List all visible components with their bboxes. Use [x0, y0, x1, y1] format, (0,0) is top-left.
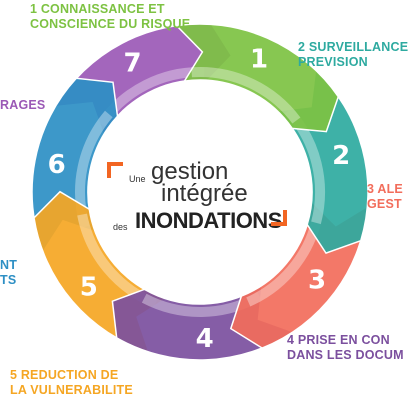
step-6-label-line-1: NT [0, 258, 18, 272]
step-6-label: NT TS [0, 258, 17, 288]
step-5-label: 5 REDUCTION DE LA VULNERABILITE [10, 368, 133, 398]
step-5-label-line-1: 5 REDUCTION DE [10, 368, 119, 382]
ring-number-2: 2 [332, 141, 350, 171]
ring-segment-1 [175, 23, 340, 133]
step-4-label: 4 PRISE EN CON DANS LES DOCUM [287, 333, 404, 363]
ring-segments [31, 23, 369, 361]
title-gestion: gestion [151, 158, 229, 185]
title-integree: intégrée [161, 180, 248, 207]
step-5-label-line-2: LA VULNERABILITE [10, 383, 133, 397]
center-title: Une gestion intégrée des INONDATIONS [95, 150, 305, 240]
title-des: des [113, 222, 128, 232]
bracket-top-left [107, 162, 123, 178]
ring-number-6: 6 [48, 150, 66, 180]
bracket-bottom-right [271, 210, 287, 226]
ring-numbers: 1 2 3 4 5 6 7 [48, 45, 351, 354]
step-1-label-line-1: 1 CONNAISSANCE ET [30, 2, 165, 16]
title-inondations: INONDATIONS [135, 208, 282, 233]
step-1-label-line-2: CONSCIENCE DU RISQUE [30, 17, 191, 31]
step-2-label-line-1: 2 SURVEILLANCE [298, 40, 408, 54]
step-1-label: 1 CONNAISSANCE ET CONSCIENCE DU RISQUE [30, 2, 190, 32]
ring-number-5: 5 [80, 273, 98, 303]
step-6-label-line-2: TS [0, 273, 17, 287]
step-3-label-line-1: 3 ALE [367, 182, 403, 196]
step-4-label-line-1: 4 PRISE EN CON [287, 333, 390, 347]
ring-segment-1-highlight [191, 67, 301, 124]
step-7-label-line-1: RAGES [0, 98, 46, 112]
ring-number-7: 7 [123, 49, 141, 79]
step-2-label: 2 SURVEILLANCE PREVISION [298, 40, 408, 70]
step-4-label-line-2: DANS LES DOCUM [287, 348, 404, 362]
step-7-label: RAGES [0, 98, 45, 113]
ring-number-3: 3 [308, 265, 326, 295]
title-une: Une [129, 174, 146, 184]
step-3-label: 3 ALE GEST [367, 182, 403, 212]
step-3-label-line-2: GEST [367, 197, 402, 211]
ring-number-1: 1 [250, 45, 268, 75]
ring-number-4: 4 [196, 324, 214, 354]
step-2-label-line-2: PREVISION [298, 55, 368, 69]
